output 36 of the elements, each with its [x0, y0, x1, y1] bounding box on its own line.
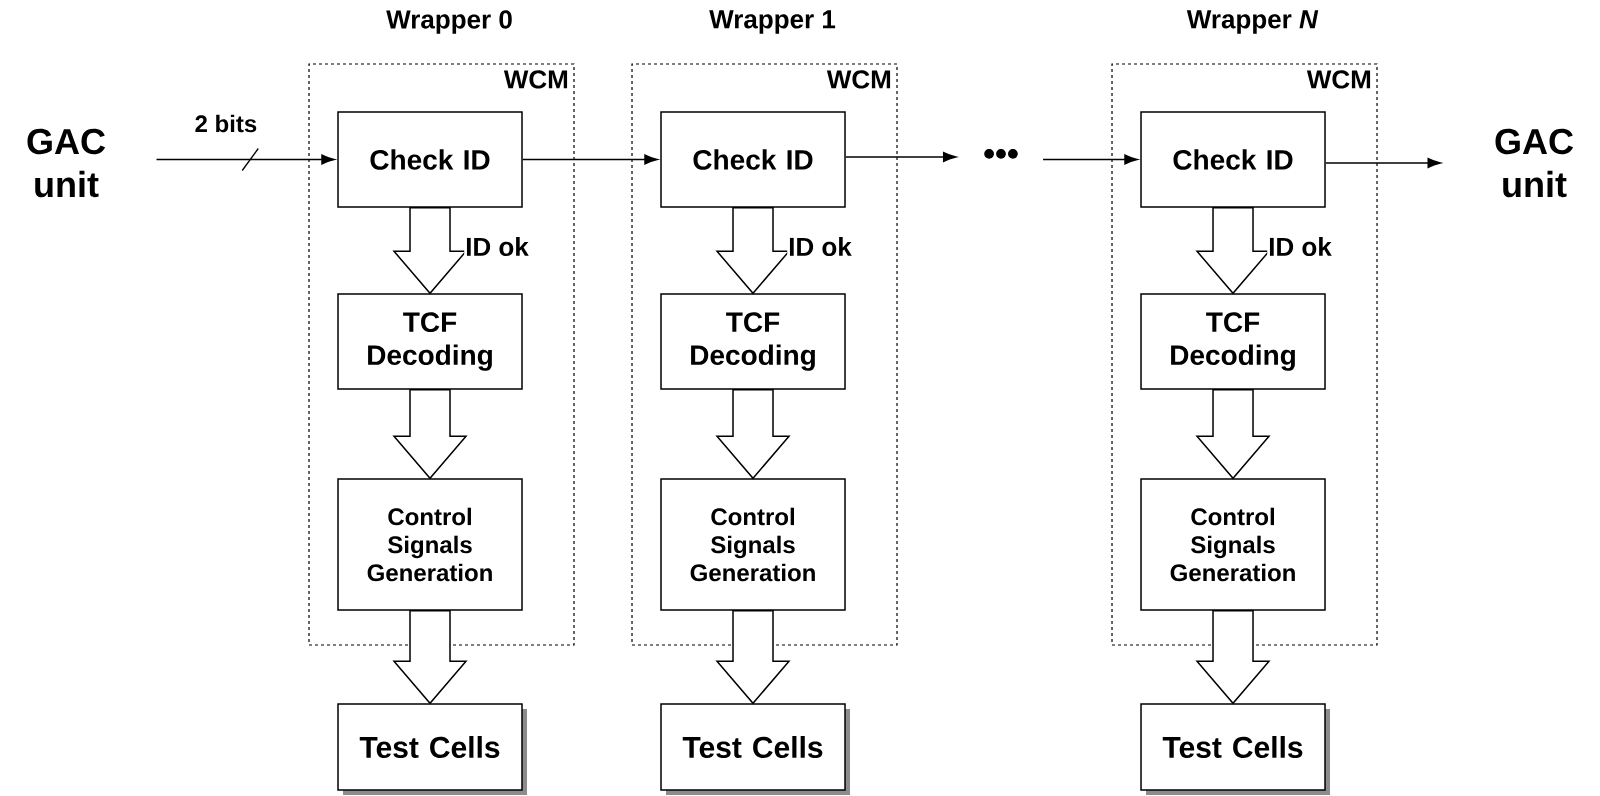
- process-box: Check ID: [1140, 111, 1326, 208]
- edge-label: ID ok: [464, 235, 530, 258]
- process-box: Control Signals Generation: [337, 478, 523, 611]
- process-box: Test Cells: [660, 703, 850, 795]
- wrapper-title: Wrapper 0: [386, 10, 512, 34]
- process-box: Control Signals Generation: [660, 478, 846, 611]
- block-arrow: [1195, 389, 1271, 480]
- process-box: Check ID: [660, 111, 846, 208]
- block-arrow: [715, 610, 791, 705]
- edge-label: ID ok: [787, 235, 853, 258]
- process-box: TCF Decoding: [337, 293, 523, 390]
- edge-label: ID ok: [1267, 235, 1333, 258]
- arrow: [522, 154, 658, 165]
- process-box: TCF Decoding: [1140, 293, 1326, 390]
- arrow: [1042, 154, 1138, 165]
- ellipsis-dots: •••: [984, 148, 1018, 159]
- wrapper-title: Wrapper N: [1186, 10, 1319, 34]
- arrow: [845, 152, 957, 162]
- unit-label: GAC unit: [1495, 128, 1574, 198]
- block-arrow: [715, 389, 791, 480]
- block-arrow: [392, 610, 468, 705]
- block-arrow: [392, 389, 468, 480]
- process-box: TCF Decoding: [660, 293, 846, 390]
- edge-label: 2 bits: [193, 113, 259, 134]
- unit-label: GAC unit: [27, 128, 105, 198]
- arrow: [1325, 158, 1441, 168]
- block-arrow: [1195, 610, 1271, 705]
- process-box: Test Cells: [337, 703, 527, 795]
- module-label: WCM: [1306, 70, 1371, 89]
- process-box: Test Cells: [1140, 703, 1330, 795]
- module-label: WCM: [503, 70, 568, 89]
- process-box: Check ID: [337, 111, 523, 208]
- wrapper-title: Wrapper 1: [709, 10, 836, 34]
- arrow: [155, 154, 335, 165]
- process-box: Control Signals Generation: [1140, 478, 1326, 611]
- module-label: WCM: [826, 70, 891, 89]
